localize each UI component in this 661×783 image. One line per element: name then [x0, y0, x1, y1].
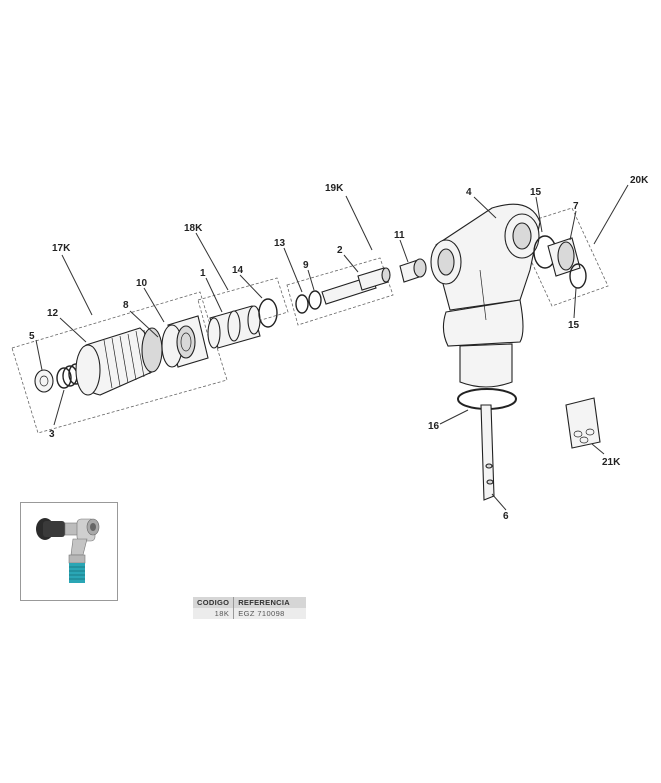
part-9-seal [308, 290, 322, 310]
callout-3: 3 [49, 429, 55, 440]
table-header-row: CODIGO REFERENCIA [193, 597, 307, 608]
callout-13: 13 [274, 238, 286, 249]
leader-lines [35, 184, 629, 511]
callout-16: 16 [428, 421, 440, 432]
group-box-17k [11, 291, 228, 434]
callout-7: 7 [573, 201, 579, 212]
reference-table: CODIGO REFERENCIA 18K EGZ 710098 [193, 597, 307, 619]
part-1-spindle [207, 305, 261, 349]
callout-15-upper: 15 [530, 187, 542, 198]
callout-21k: 21K [602, 457, 621, 468]
cell-referencia: EGZ 710098 [233, 608, 307, 619]
part-14-oring [258, 298, 278, 328]
callout-12: 12 [47, 308, 59, 319]
valve-photo-icon [36, 518, 100, 583]
part-12-handwheel [75, 327, 163, 396]
callout-5: 5 [29, 331, 35, 342]
callout-2: 2 [337, 245, 343, 256]
callout-10: 10 [136, 278, 148, 289]
callout-18k: 18K [184, 223, 203, 234]
callout-17k: 17K [52, 243, 71, 254]
callout-20k: 20K [630, 175, 649, 186]
part-2-stem [321, 267, 391, 305]
part-4-valve-body [430, 203, 541, 388]
part-13-seal [295, 294, 309, 314]
callout-14: 14 [232, 265, 244, 276]
group-box-20k [514, 207, 609, 307]
cell-codigo: 18K [193, 608, 235, 619]
part-6-dip-tube [480, 404, 495, 501]
header-referencia: REFERENCIA [233, 597, 307, 608]
callout-8: 8 [123, 300, 129, 311]
header-codigo: CODIGO [193, 597, 235, 608]
part-7-insert [547, 237, 581, 277]
part-21k-bracket [565, 397, 601, 449]
callout-9: 9 [303, 260, 309, 271]
group-box-19k [286, 257, 394, 326]
callout-19k: 19K [325, 183, 344, 194]
part-10-nut [161, 315, 209, 368]
callout-4: 4 [466, 187, 472, 198]
part-11-seat [399, 258, 427, 283]
callout-6: 6 [503, 511, 509, 522]
table-row: 18K EGZ 710098 [193, 608, 307, 619]
group-box-18k [197, 277, 289, 337]
callout-1: 1 [200, 268, 206, 279]
part-5-clip [34, 369, 54, 393]
part-15-oring-lower [569, 263, 587, 289]
product-thumbnail [20, 502, 118, 601]
callout-15-lower: 15 [568, 320, 580, 331]
callout-11: 11 [394, 230, 405, 241]
